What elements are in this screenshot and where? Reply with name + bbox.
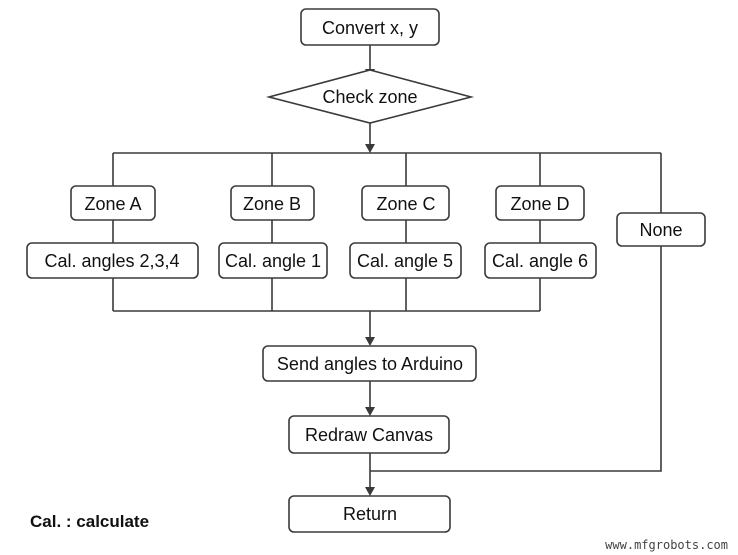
node-calc-b-label: Cal. angle 1: [225, 251, 321, 271]
node-none: None: [616, 212, 706, 247]
node-calc-c: Cal. angle 5: [349, 242, 462, 279]
node-zone-d-label: Zone D: [510, 194, 569, 214]
node-zone-a: Zone A: [70, 185, 156, 221]
node-check-zone: Check zone: [265, 69, 475, 124]
node-calc-b: Cal. angle 1: [218, 242, 328, 279]
node-check-zone-label: Check zone: [322, 87, 417, 107]
abbreviation-legend: Cal. : calculate: [30, 512, 150, 531]
node-return: Return: [288, 495, 451, 533]
node-convert-label: Convert x, y: [322, 18, 418, 38]
node-calc-a-label: Cal. angles 2,3,4: [44, 251, 179, 271]
node-none-label: None: [639, 220, 682, 240]
arrowhead-return: [365, 487, 375, 496]
node-calc-d-label: Cal. angle 6: [492, 251, 588, 271]
node-calc-c-label: Cal. angle 5: [357, 251, 453, 271]
node-redraw-canvas-label: Redraw Canvas: [305, 425, 433, 445]
connector-none-to-return: [370, 246, 662, 472]
node-convert: Convert x, y: [300, 8, 440, 46]
node-zone-c-label: Zone C: [376, 194, 435, 214]
node-zone-c: Zone C: [361, 185, 450, 221]
node-return-label: Return: [343, 504, 397, 524]
node-send-angles-label: Send angles to Arduino: [277, 354, 463, 374]
connectors: [112, 45, 662, 490]
arrowhead-send: [365, 337, 375, 346]
node-zone-b: Zone B: [230, 185, 315, 221]
node-zone-a-label: Zone A: [84, 194, 141, 214]
site-watermark: www.mfgrobots.com: [605, 538, 728, 552]
node-redraw-canvas: Redraw Canvas: [288, 415, 450, 454]
arrowhead-split: [365, 144, 375, 153]
node-calc-d: Cal. angle 6: [484, 242, 597, 279]
node-send-angles: Send angles to Arduino: [262, 345, 477, 382]
node-zone-b-label: Zone B: [243, 194, 301, 214]
arrowhead-redraw: [365, 407, 375, 416]
node-calc-a: Cal. angles 2,3,4: [26, 242, 199, 279]
node-zone-d: Zone D: [495, 185, 585, 221]
